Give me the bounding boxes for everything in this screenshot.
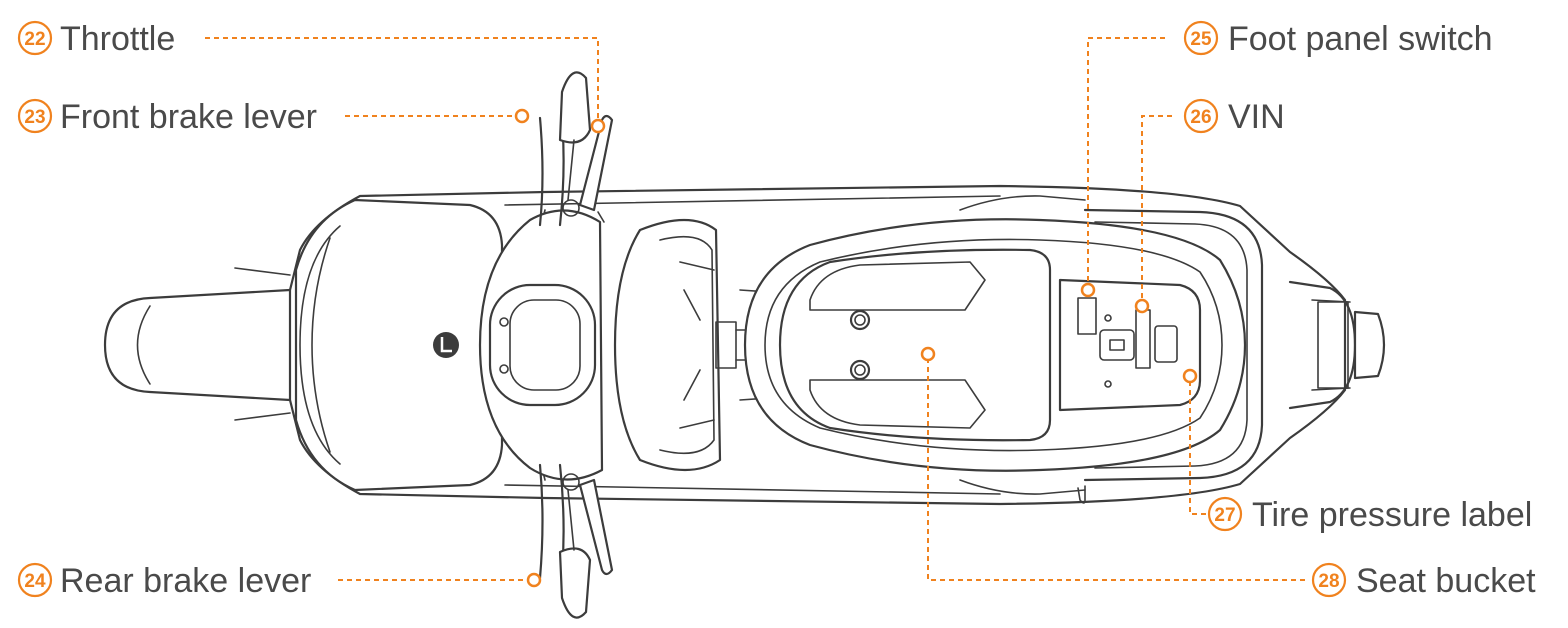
callout-foot-panel-switch: 25 Foot panel switch <box>1183 20 1493 58</box>
callout-label: Rear brake lever <box>60 562 311 600</box>
callout-number: 23 <box>24 107 45 128</box>
headlight <box>1353 310 1386 380</box>
body-outline <box>288 184 1347 506</box>
electronics-bay <box>1058 278 1202 412</box>
callout-number: 28 <box>1318 571 1339 592</box>
callout-throttle: 22 Throttle <box>17 20 175 58</box>
callout-seat-bucket: 28 Seat bucket <box>1311 562 1536 600</box>
leg-shield <box>613 218 722 472</box>
callout-label: Tire pressure label <box>1252 496 1532 534</box>
callout-leaders <box>205 37 1305 588</box>
callout-front-brake-lever: 23 Front brake lever <box>17 98 317 136</box>
rear-box <box>294 198 504 492</box>
niu-logo-icon <box>433 332 459 358</box>
callout-label: Front brake lever <box>60 98 317 136</box>
mirror-lower <box>558 547 592 619</box>
badge-23 <box>17 98 53 134</box>
callout-tire-pressure-label: 27 Tire pressure label <box>1207 496 1532 534</box>
rear-tire <box>103 288 292 402</box>
mirror-upper <box>558 71 592 144</box>
callout-rear-brake-lever: 24 Rear brake lever <box>17 562 311 600</box>
scooter-illustration <box>103 71 1386 619</box>
badge-25 <box>1183 20 1219 56</box>
callout-label: Throttle <box>60 20 175 58</box>
throttle-grip <box>578 114 614 212</box>
callout-label: Seat bucket <box>1356 562 1536 600</box>
badge-22 <box>17 20 53 56</box>
badge-27 <box>1207 496 1243 532</box>
callout-number: 24 <box>24 571 46 592</box>
badge-24 <box>17 562 53 598</box>
callout-number: 22 <box>24 29 45 50</box>
callout-label: Foot panel switch <box>1228 20 1493 58</box>
badge-26 <box>1183 98 1219 134</box>
dashboard <box>488 283 597 407</box>
grab-rail <box>1083 208 1264 482</box>
seat-bucket-inner <box>778 248 1052 442</box>
badge-28 <box>1311 562 1347 598</box>
callout-number: 26 <box>1190 107 1211 128</box>
callout-number: 25 <box>1190 29 1212 50</box>
callout-label: VIN <box>1228 98 1285 136</box>
callout-vin: 26 VIN <box>1183 98 1285 136</box>
callout-number: 27 <box>1214 505 1235 526</box>
